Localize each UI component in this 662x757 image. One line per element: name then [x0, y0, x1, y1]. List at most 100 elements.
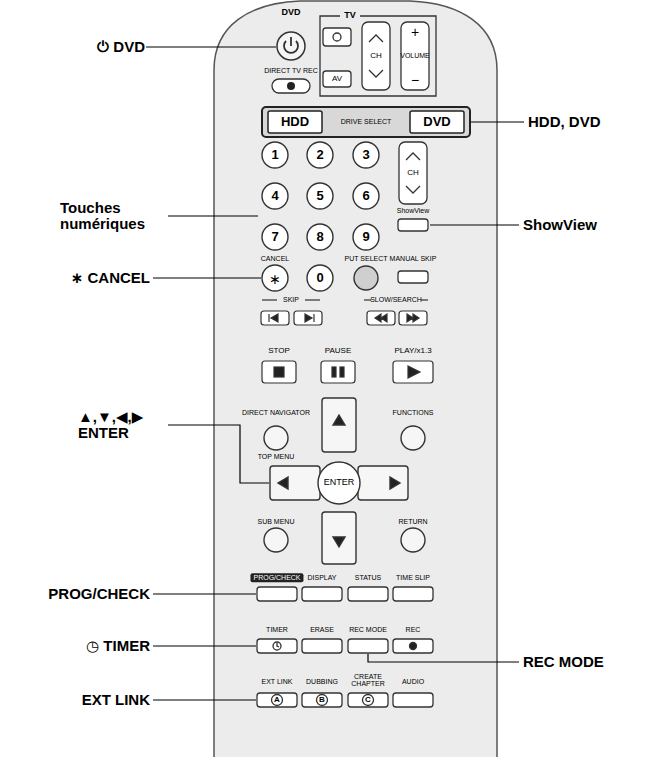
function-keys [393, 693, 433, 707]
transport-keys [321, 361, 355, 383]
navigation-keys [401, 426, 425, 450]
function-keys [348, 587, 388, 601]
function-keys [363, 695, 374, 706]
navigation-keys [333, 537, 345, 547]
function-keys [257, 693, 297, 707]
number-keys [262, 265, 288, 291]
button-label: RETURN [398, 518, 427, 525]
transport-keys [305, 314, 314, 322]
navigation-keys [333, 415, 345, 425]
tv-section [369, 70, 383, 77]
button-label: 9 [362, 230, 369, 244]
direct-tv-rec-button [287, 82, 295, 90]
button-label: 8 [316, 230, 323, 244]
button-label: REC [406, 626, 421, 633]
function-keys [302, 639, 342, 653]
button-label: C [365, 696, 371, 704]
transport-keys [375, 314, 387, 322]
callout-label: PROG/CHECK [48, 586, 150, 602]
button-label: ∗ [269, 272, 281, 287]
function-keys [348, 639, 388, 653]
callout-label: ◷ TIMER [86, 638, 150, 654]
callout-label: ⏻ DVD [97, 39, 145, 55]
button-label: + [411, 25, 419, 40]
button-label: MANUAL SKIP [390, 255, 437, 262]
callout-label: HDD, DVD [528, 114, 601, 130]
button-label: B [319, 696, 325, 704]
callout-label: ∗ CANCEL [71, 270, 150, 286]
transport-keys [294, 311, 322, 325]
drive-select-bar [262, 107, 470, 137]
button-label: DVD [423, 115, 450, 129]
leader-lines [146, 47, 524, 700]
navigation-keys [270, 466, 320, 500]
button-label: DIRECT NAVIGATOR [242, 409, 310, 416]
button-label: REC MODE [349, 626, 387, 633]
callout-label: ShowView [523, 217, 597, 233]
tv-section [401, 22, 429, 90]
navigation-keys [358, 466, 408, 500]
button-label: 7 [271, 230, 278, 244]
function-keys [257, 639, 297, 653]
transport-keys [408, 366, 420, 378]
navigation-keys [322, 398, 356, 452]
navigation-keys [264, 426, 288, 450]
navigation-keys [264, 528, 288, 552]
power-button [277, 32, 305, 60]
button-label: TV [341, 11, 359, 20]
direct-tv-rec-button [272, 79, 310, 93]
tv-section [320, 16, 436, 96]
button-label: 5 [316, 189, 323, 203]
number-keys [353, 183, 379, 209]
callout-label: ▲,▼,◀,▶ ENTER [78, 409, 164, 441]
button-label: ShowView [397, 207, 430, 214]
remote-body [214, 1, 497, 757]
button-label: TIMER [266, 626, 288, 633]
transport-keys [262, 299, 277, 300]
tv-section [369, 35, 383, 42]
tv-section [323, 28, 351, 46]
transport-keys [261, 300, 433, 383]
button-label: DRIVE SELECT [341, 118, 392, 125]
channel-and-showview-keys [398, 271, 428, 283]
function-keys [272, 695, 283, 706]
number-keys [307, 142, 333, 168]
leader-lines [153, 593, 256, 594]
number-keys [262, 183, 288, 209]
leader-lines [153, 645, 256, 646]
power-button [277, 32, 305, 60]
button-label: SUB MENU [258, 518, 295, 525]
button-label: ENTER [324, 478, 355, 487]
callout-label: EXT LINK [82, 692, 150, 708]
number-keys [353, 224, 379, 250]
channel-and-showview-keys [399, 142, 427, 204]
tv-section [320, 16, 436, 96]
button-label: AV [332, 75, 342, 83]
button-label: PROG/CHECK [250, 573, 303, 582]
transport-keys [262, 361, 296, 383]
drive-select-bar [410, 111, 464, 133]
button-label: − [411, 73, 419, 88]
button-label: DISPLAY [307, 574, 336, 581]
button-label: FUNCTIONS [393, 409, 434, 416]
button-label: SLOW/SEARCH [370, 296, 422, 303]
channel-and-showview-keys [406, 186, 420, 193]
button-label: PLAY/x1.3 [394, 347, 431, 355]
function-keys [393, 587, 433, 601]
callout-label: REC MODE [523, 654, 604, 670]
leader-lines [368, 654, 519, 662]
function-keys [257, 587, 297, 601]
button-label: TOP MENU [258, 453, 295, 460]
transport-keys [399, 311, 427, 325]
button-label: CANCEL [261, 255, 289, 262]
number-keys [307, 265, 333, 291]
tv-section [323, 71, 351, 87]
navigation-keys [401, 528, 425, 552]
transport-keys [393, 361, 433, 383]
button-label: 6 [362, 189, 369, 203]
function-keys [317, 695, 328, 706]
leader-lines [168, 425, 269, 483]
transport-keys [367, 311, 395, 325]
number-keys [262, 142, 379, 291]
